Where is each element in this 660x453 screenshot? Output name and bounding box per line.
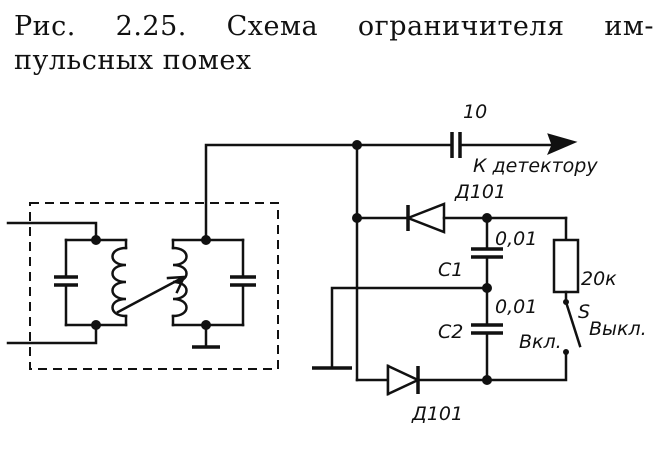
- bottom-return-bus: [355, 350, 568, 382]
- diode-top-symbol: [404, 202, 446, 234]
- secondary-circuit: [171, 235, 256, 349]
- junction-dot: [91, 235, 101, 245]
- shield-enclosure: [29, 202, 279, 370]
- output-arrow-icon: [547, 133, 578, 155]
- label-resistor: 20к: [581, 268, 617, 290]
- resistor-20k-symbol: [552, 238, 580, 294]
- tuning-arrowhead: [166, 275, 187, 294]
- input-lead-top: [6, 221, 98, 240]
- input-lead-bottom: [6, 323, 98, 345]
- switch-contact: [563, 349, 569, 355]
- label-diode-bottom: Д101: [411, 403, 463, 425]
- label-c1: C1: [438, 259, 463, 281]
- diode-bottom-symbol: [386, 364, 421, 396]
- signal-bus: [204, 143, 454, 242]
- label-diode-top: Д101: [454, 181, 506, 203]
- label-off: Выкл.: [589, 318, 647, 340]
- caption-word: ограничителя: [357, 11, 565, 42]
- caption-word: 2.25.: [115, 11, 187, 42]
- caption-word: Схема: [226, 11, 319, 42]
- figure-caption: Рис. 2.25. Схема ограничителя им- пульсн…: [14, 10, 654, 78]
- primary-coil: [111, 246, 128, 318]
- caption-word: им-: [604, 11, 654, 42]
- label-c2-value: 0,01: [495, 296, 537, 318]
- caption-word: Рис.: [14, 11, 76, 42]
- caption-line-1: Рис. 2.25. Схема ограничителя им-: [14, 10, 654, 44]
- ground-tap-lead: [330, 286, 489, 370]
- label-c2: C2: [438, 321, 463, 343]
- label-c1-value: 0,01: [495, 228, 537, 250]
- label-detector: К детектору: [473, 155, 598, 177]
- switch-s-blade: [564, 300, 582, 348]
- tuning-arrow: [116, 276, 184, 314]
- label-cap-10: 10: [463, 101, 487, 123]
- primary-circuit: [54, 235, 128, 330]
- junction-dot: [91, 320, 101, 330]
- label-on: Вкл.: [519, 331, 562, 353]
- label-switch: S: [578, 301, 590, 323]
- caption-line-2: пульсных помех: [14, 45, 252, 76]
